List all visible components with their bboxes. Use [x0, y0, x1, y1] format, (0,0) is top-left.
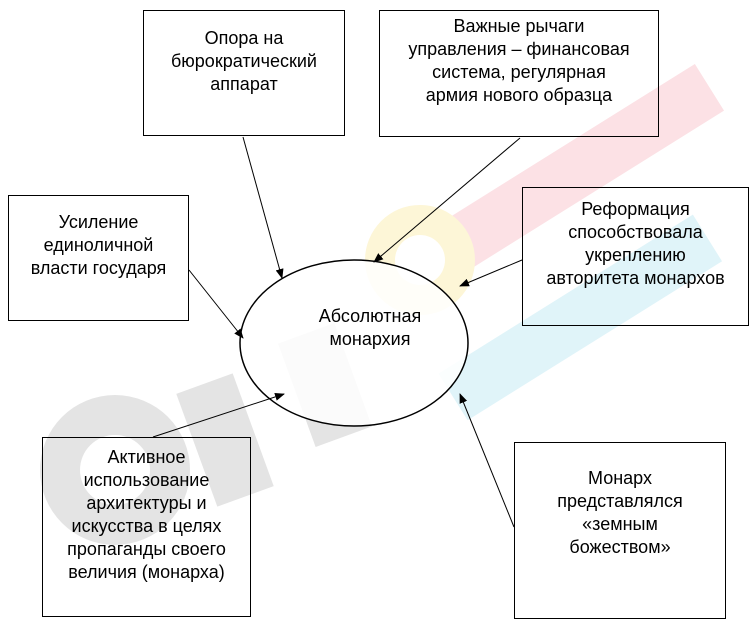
center-ellipse	[239, 259, 469, 427]
box-earthly-deity-text: Монарх представлялся «земным божеством»	[557, 468, 683, 557]
arrow-from-box-6	[459, 393, 515, 528]
box-bureaucracy: Опора на бюрократический аппарат	[143, 10, 345, 136]
box-art-propaganda-text: Активное использование архитектуры и иск…	[67, 447, 226, 582]
arrow-from-box-3	[188, 269, 244, 339]
box-bureaucracy-text: Опора на бюрократический аппарат	[170, 28, 317, 94]
arrow-from-box-5	[152, 393, 285, 438]
box-levers-of-government-text: Важные рычаги управления – финансовая си…	[408, 16, 630, 105]
arrow-from-box-1	[242, 136, 284, 279]
arrow-from-box-4	[459, 259, 523, 287]
center-label: Абсолютная монархия	[318, 306, 422, 349]
arrow-from-box-2	[373, 137, 521, 263]
box-levers-of-government: Важные рычаги управления – финансовая си…	[379, 10, 659, 137]
box-art-propaganda: Активное использование архитектуры и иск…	[42, 437, 251, 617]
box-sole-power: Усиление единоличной власти государя	[8, 195, 189, 321]
box-sole-power-text: Усиление единоличной власти государя	[30, 212, 167, 278]
box-reformation-text: Реформация способствовала укреплению авт…	[546, 199, 725, 288]
box-earthly-deity: Монарх представлялся «земным божеством»	[514, 442, 726, 619]
box-reformation: Реформация способствовала укреплению авт…	[522, 187, 749, 326]
